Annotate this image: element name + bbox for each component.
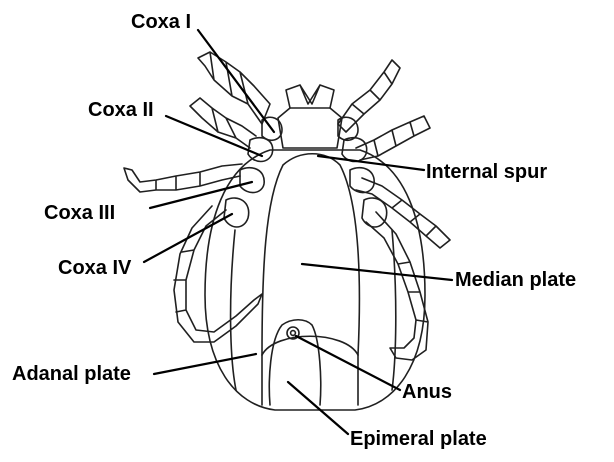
leader-adanal-plate xyxy=(152,352,258,376)
leader-coxa-2 xyxy=(164,114,264,158)
adanal-plate-outline xyxy=(229,229,397,391)
left-leg-3 xyxy=(123,163,243,193)
leader-lines xyxy=(142,28,454,436)
label-coxa-3: Coxa III xyxy=(44,202,115,224)
leader-anus xyxy=(294,334,402,392)
leader-median-plate xyxy=(300,262,454,282)
label-coxa-1: Coxa I xyxy=(131,11,191,33)
label-median-plate: Median plate xyxy=(455,269,576,291)
coxa-2-shape-right xyxy=(341,136,368,163)
epimeral-lines xyxy=(261,354,359,406)
right-leg-2 xyxy=(355,115,431,161)
label-epimeral-plate: Epimeral plate xyxy=(350,428,487,450)
anal-groove xyxy=(268,318,322,406)
anus-opening xyxy=(286,326,300,340)
capitulum-base xyxy=(277,107,343,149)
left-leg-1 xyxy=(197,51,271,125)
labels: Coxa I Coxa II Coxa III Coxa IV Internal… xyxy=(12,11,576,450)
label-coxa-2: Coxa II xyxy=(88,99,154,121)
coxa-4-shape-right xyxy=(361,197,388,228)
right-leg-4 xyxy=(365,211,429,361)
right-leg-1 xyxy=(337,59,401,133)
leader-coxa-4 xyxy=(142,212,234,264)
leader-coxa-1 xyxy=(196,28,276,134)
leader-coxa-3 xyxy=(148,180,254,210)
right-leg-3 xyxy=(355,177,451,249)
left-leg-2 xyxy=(189,97,257,149)
tick-body xyxy=(204,149,426,411)
anus-pore xyxy=(289,329,297,337)
capitulum xyxy=(277,84,343,149)
body-outline xyxy=(204,149,426,411)
coxa-2-shape xyxy=(247,136,274,163)
label-anus: Anus xyxy=(402,381,452,403)
legs xyxy=(123,51,451,361)
label-adanal-plate: Adanal plate xyxy=(12,363,131,385)
coxa-3-shape xyxy=(239,166,265,194)
label-coxa-4: Coxa IV xyxy=(58,257,132,279)
median-plate-outline xyxy=(261,153,361,356)
coxa-3-shape-right xyxy=(349,166,375,194)
leader-internal-spur xyxy=(316,154,426,172)
left-leg-4 xyxy=(173,205,263,343)
palps xyxy=(285,84,335,109)
leader-epimeral-plate xyxy=(286,380,350,436)
label-internal-spur: Internal spur xyxy=(426,161,547,183)
coxa-4-shape xyxy=(223,197,250,228)
coxae xyxy=(223,116,388,228)
coxa-1-shape-right xyxy=(337,116,359,142)
